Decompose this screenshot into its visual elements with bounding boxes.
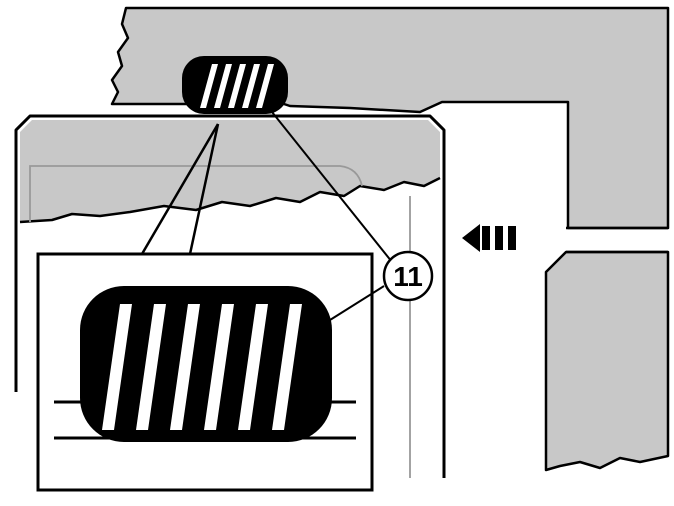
leader-line-top [271,111,393,263]
right-lower-housing [544,250,670,472]
zoom-line-left [140,123,220,255]
inner-outline [29,165,363,222]
leader-line-bottom [329,285,385,321]
torn-edge [19,176,441,224]
callout-label: 11 [393,261,423,292]
zoom-line-right [188,123,220,255]
callout-11: 11 [382,250,434,302]
large-knurled-part [54,286,356,442]
triple-bar-arrow-left-icon [462,224,516,252]
box-top-band [20,120,440,222]
small-knurled-part [182,56,288,114]
